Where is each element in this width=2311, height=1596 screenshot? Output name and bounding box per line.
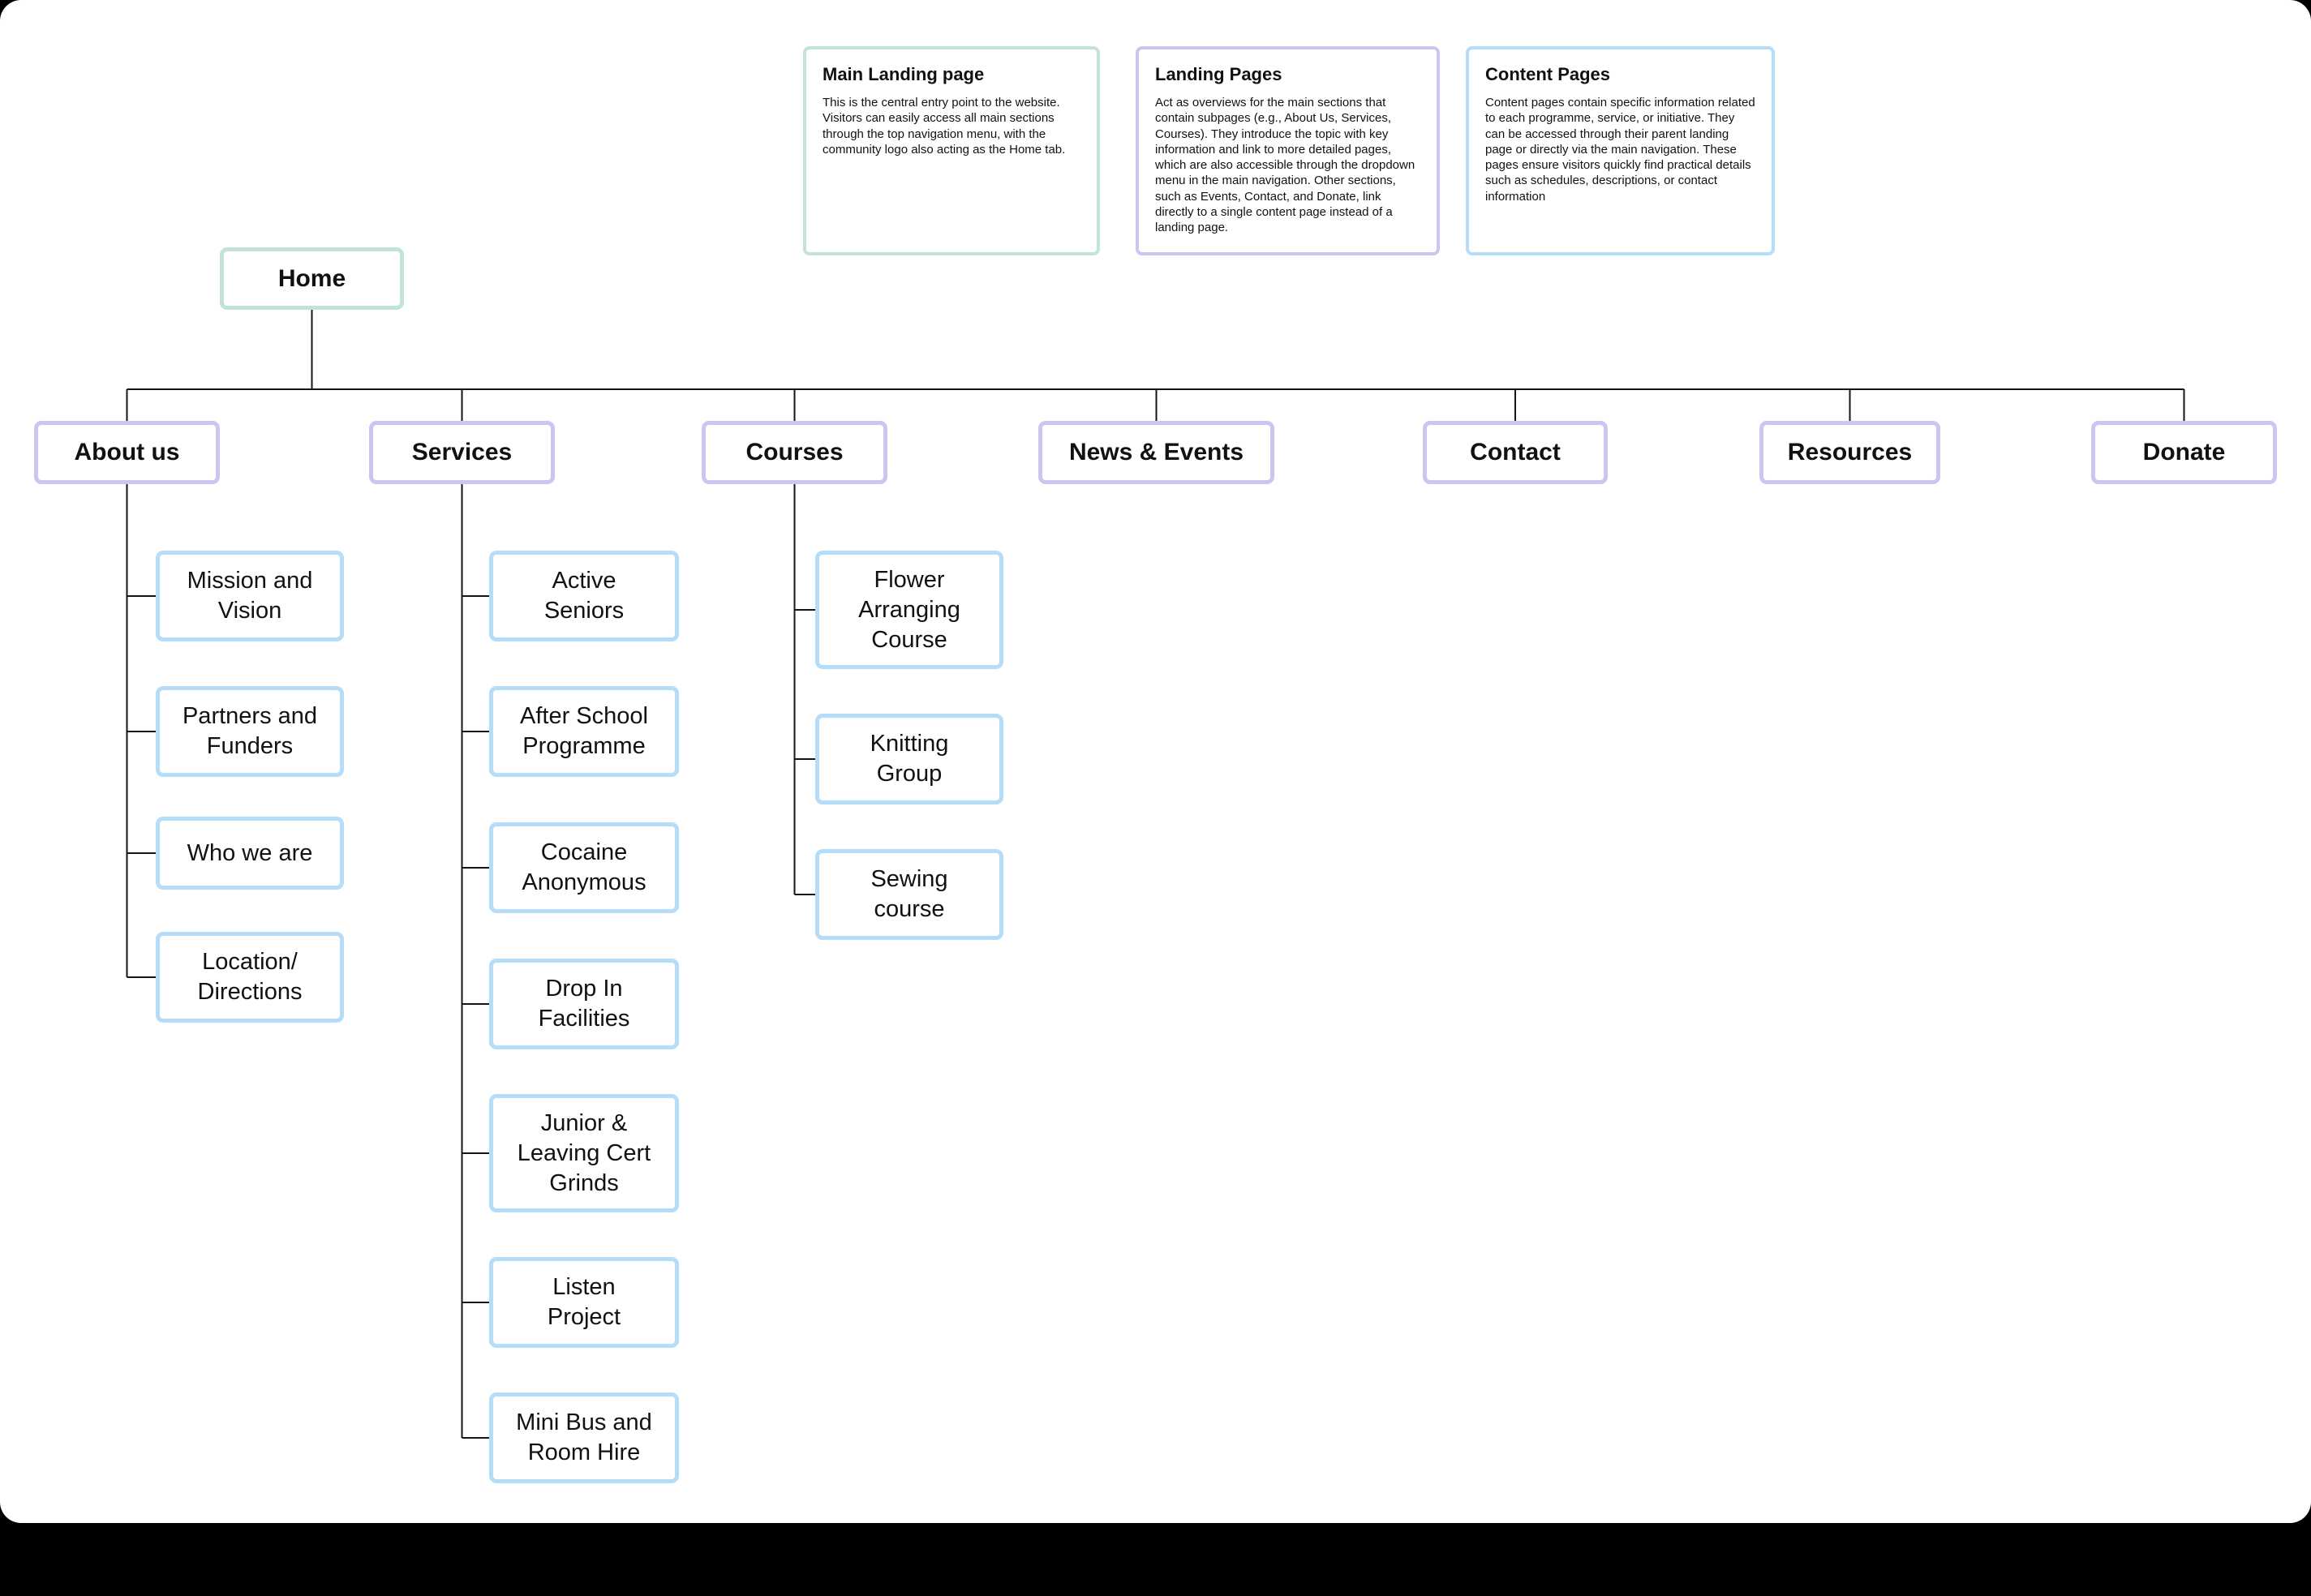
node-partners-and-funders[interactable]: Partners and Funders — [156, 686, 344, 777]
node-courses[interactable]: Courses — [702, 421, 887, 484]
node-services[interactable]: Services — [369, 421, 555, 484]
node-drop-in-facilities[interactable]: Drop In Facilities — [489, 959, 679, 1049]
node-mini-bus-and-room-hire[interactable]: Mini Bus and Room Hire — [489, 1392, 679, 1483]
node-about-us[interactable]: About us — [34, 421, 220, 484]
legend-card-title: Content Pages — [1485, 64, 1611, 84]
node-listen-project[interactable]: Listen Project — [489, 1257, 679, 1348]
node-sewing-course[interactable]: Sewing course — [815, 849, 1003, 940]
legend-card-title: Landing Pages — [1155, 64, 1282, 84]
node-knitting-group[interactable]: Knitting Group — [815, 714, 1003, 804]
node-active-seniors[interactable]: Active Seniors — [489, 551, 679, 641]
node-junior-leaving-cert-grinds[interactable]: Junior & Leaving Cert Grinds — [489, 1094, 679, 1212]
node-who-we-are[interactable]: Who we are — [156, 817, 344, 890]
node-flower-arranging-course[interactable]: Flower Arranging Course — [815, 551, 1003, 669]
node-location-directions[interactable]: Location/ Directions — [156, 932, 344, 1023]
node-home[interactable]: Home — [220, 247, 404, 310]
legend-card-body: This is the central entry point to the w… — [823, 96, 1066, 157]
node-news-events[interactable]: News & Events — [1038, 421, 1274, 484]
legend-card-body: Act as overviews for the main sections t… — [1155, 96, 1415, 235]
node-donate[interactable]: Donate — [2091, 421, 2277, 484]
node-cocaine-anonymous[interactable]: Cocaine Anonymous — [489, 822, 679, 913]
node-contact[interactable]: Contact — [1423, 421, 1608, 484]
legend-card-title: Main Landing page — [823, 64, 985, 84]
node-mission-and-vision[interactable]: Mission and Vision — [156, 551, 344, 641]
legend-card-body: Content pages contain specific informati… — [1485, 96, 1755, 204]
node-resources[interactable]: Resources — [1759, 421, 1940, 484]
node-after-school-programme[interactable]: After School Programme — [489, 686, 679, 777]
